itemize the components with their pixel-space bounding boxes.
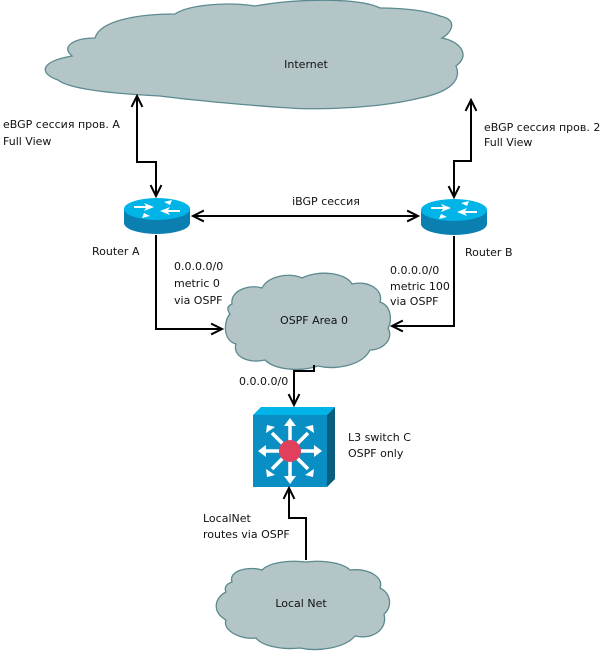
ebgp-a-label-line2: Full View xyxy=(3,135,51,148)
ebgp-b-link xyxy=(447,97,478,200)
switch-label-line2: OSPF only xyxy=(348,447,404,460)
localnet-label-line1: LocalNet xyxy=(203,512,252,525)
local-net-label: Local Net xyxy=(275,597,327,610)
route-a-label-line2: metric 0 xyxy=(174,277,220,290)
local-net-cloud: Local Net xyxy=(215,560,391,651)
ospf-to-switch-label: 0.0.0.0/0 xyxy=(239,375,288,388)
localnet-link xyxy=(282,485,307,560)
route-a-label-line1: 0.0.0.0/0 xyxy=(174,260,223,273)
route-b-label-line3: via OSPF xyxy=(390,295,438,308)
router-b-label: Router B xyxy=(465,246,513,259)
route-a-link xyxy=(155,235,225,336)
ibgp-link xyxy=(190,209,421,223)
ebgp-a-link xyxy=(130,93,163,199)
internet-cloud: Internet xyxy=(44,0,464,110)
ospf-area-label: OSPF Area 0 xyxy=(280,314,348,327)
ospf-area-cloud: OSPF Area 0 xyxy=(224,272,392,371)
localnet-label-line2: routes via OSPF xyxy=(203,528,290,541)
ospf-to-switch-link xyxy=(287,365,315,408)
switch-hub-icon xyxy=(279,440,301,462)
router-a-label: Router A xyxy=(92,245,140,258)
l3-switch-icon[interactable] xyxy=(253,407,335,487)
internet-label: Internet xyxy=(284,58,328,71)
router-a-icon[interactable] xyxy=(124,198,190,234)
ebgp-b-label-line2: Full View xyxy=(484,136,532,149)
ibgp-label: iBGP сессия xyxy=(292,195,360,208)
route-b-label-line2: metric 100 xyxy=(390,280,450,293)
switch-label-line1: L3 switch C xyxy=(348,431,411,444)
route-b-link xyxy=(389,236,455,333)
route-a-label-line3: via OSPF xyxy=(174,294,222,307)
route-b-label-line1: 0.0.0.0/0 xyxy=(390,264,439,277)
ebgp-b-label-line1: eBGP сессия пров. 2 xyxy=(484,121,600,134)
ebgp-a-label-line1: eBGP сессия пров. A xyxy=(3,118,120,131)
router-b-icon[interactable] xyxy=(421,199,487,235)
